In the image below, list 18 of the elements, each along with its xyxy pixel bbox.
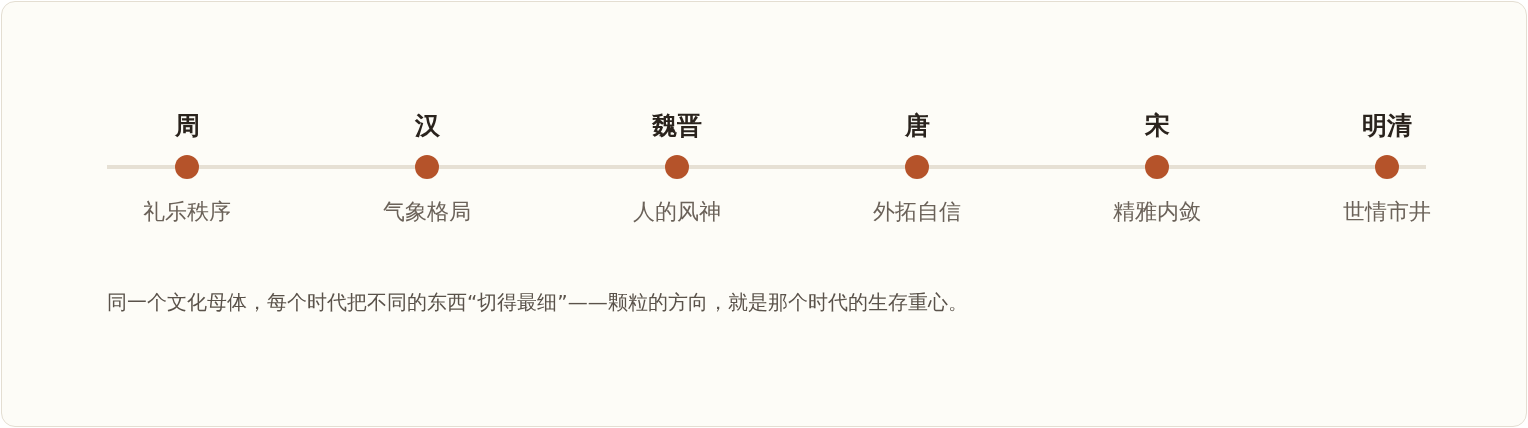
era-label: 明清 [1362,110,1412,142]
timeline-line [439,165,665,169]
timeline-line [689,165,905,169]
era-label: 汉 [414,110,440,142]
era-label: 唐 [904,110,930,142]
era-description: 外拓自信 [873,198,961,226]
era-description: 礼乐秩序 [143,198,231,226]
era-label: 周 [174,110,200,142]
era-description: 气象格局 [383,198,471,226]
era-description: 人的风神 [633,198,721,226]
timeline-line [1169,165,1375,169]
era-description: 世情市井 [1343,198,1431,226]
timeline-line [199,165,415,169]
era-label: 宋 [1144,110,1170,142]
era-description: 精雅内敛 [1113,198,1201,226]
timeline-line [929,165,1145,169]
caption: 同一个文化母体，每个时代把不同的东西“切得最细”——颗粒的方向，就是那个时代的生存重心。 [107,289,968,316]
era-label: 魏晋 [652,110,702,142]
